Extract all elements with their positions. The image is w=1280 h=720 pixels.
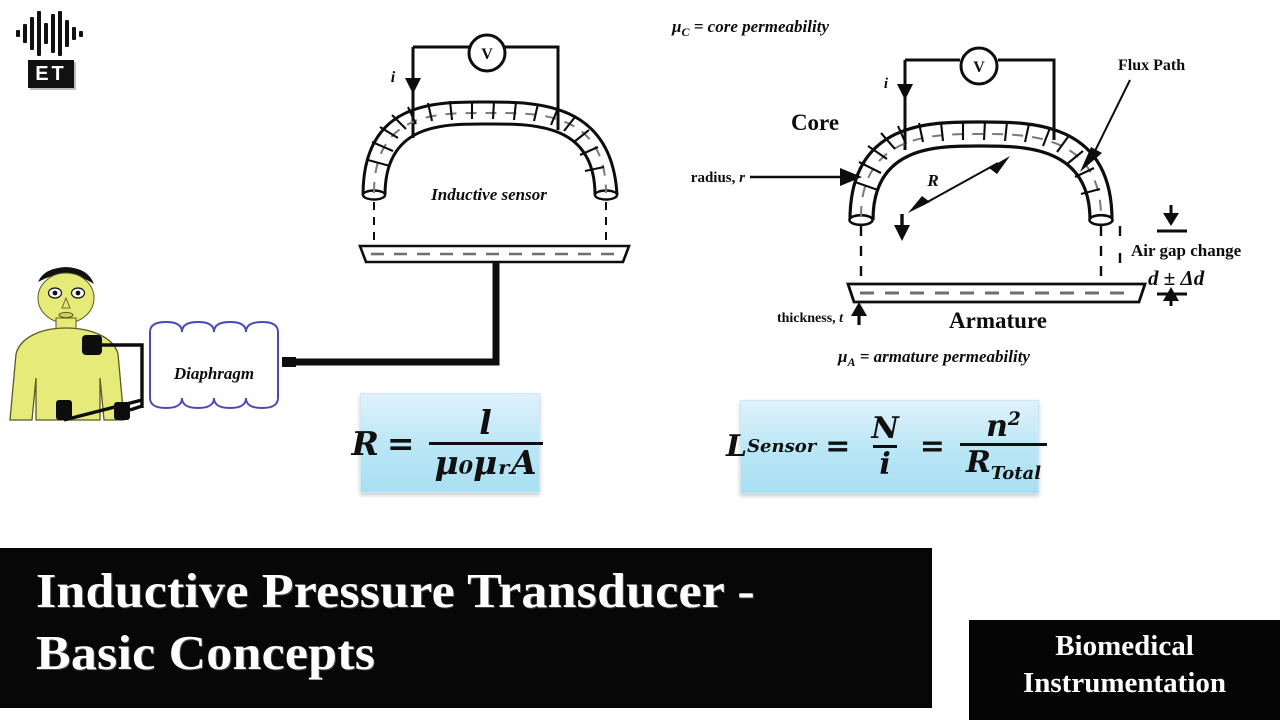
current-label-detail: i: [884, 76, 889, 92]
voltmeter-symbol-detail: [959, 46, 999, 86]
inductance-den-2-sub: Total: [990, 463, 1042, 485]
current-arrow-detail: [897, 84, 913, 100]
electrode-lower-left: [56, 400, 72, 420]
voltmeter-symbol: [467, 33, 507, 73]
core-permeability-label: μC = core permeability: [671, 17, 829, 39]
slide-title-line-1: Inductive Pressure Transducer -: [36, 563, 755, 618]
diaphragm-label: Diaphragm: [173, 364, 254, 383]
inductance-lhs: L: [725, 429, 748, 465]
push-rod: [282, 252, 500, 367]
subject-badge-line-2: Instrumentation: [1022, 666, 1226, 699]
inductance-num-2-exponent: 2: [1007, 408, 1021, 430]
patient-figure: [9, 267, 144, 422]
diaphragm-bellows: Diaphragm: [149, 321, 279, 409]
inductance-num-2: n: [986, 408, 1008, 444]
radius-label: radius, r: [691, 170, 745, 186]
voltmeter-label: V: [481, 46, 493, 63]
core-armature-detail-diagram: V i: [671, 17, 1242, 369]
air-gap-label: Air gap change: [1131, 241, 1242, 260]
flux-path-label: Flux Path: [1118, 57, 1185, 74]
coil-windings-detail: [854, 120, 1101, 196]
thickness-callout: thickness, t: [777, 302, 867, 326]
air-gap-callout: Air gap change d ± Δd: [1118, 205, 1242, 306]
gap-arrow-left: [894, 214, 910, 241]
sensor-circuit: V i: [391, 33, 560, 138]
inductance-den-2: R: [965, 445, 991, 481]
reluctance-denominator: μ₀μᵣA: [428, 441, 543, 481]
thickness-label: thickness, t: [777, 311, 844, 326]
reluctance-equals: =: [386, 423, 415, 463]
voltmeter-label-detail: V: [973, 59, 985, 76]
slide-title: Inductive Pressure Transducer - Basic Co…: [36, 560, 969, 683]
flux-path-line: [860, 132, 1102, 218]
armature-permeability-label: μA = armature permeability: [837, 347, 1030, 369]
radius-callout: radius, r: [691, 168, 862, 186]
air-gap-value: d ± Δd: [1148, 266, 1205, 290]
title-banner: Inductive Pressure Transducer - Basic Co…: [0, 548, 932, 708]
electrode-upper: [82, 335, 102, 355]
subject-badge-line-1: Biomedical: [1055, 630, 1194, 662]
coil-windings: [367, 100, 605, 173]
flux-path-callout: Flux Path: [1080, 57, 1185, 172]
inductance-den-1: i: [873, 445, 897, 481]
reluctance-numerator: l: [479, 402, 492, 442]
armature-label: Armature: [949, 308, 1047, 333]
core-label: Core: [791, 110, 839, 135]
current-arrow: [405, 78, 421, 94]
inductive-core-arch: Inductive sensor: [361, 100, 619, 204]
inductive-sensor-caption: Inductive sensor: [430, 185, 547, 204]
curvature-callout: R: [908, 156, 1010, 213]
channel-logo: ET: [14, 8, 88, 92]
audio-waveform-icon: [16, 11, 83, 56]
inductive-sensor-diagram: Diaphragm V i: [9, 33, 631, 422]
current-label: i: [391, 69, 396, 86]
subject-badge: Biomedical Instrumentation: [969, 620, 1280, 720]
armature-plate: [358, 202, 631, 264]
reluctance-formula-box: R = l μ₀μᵣA: [351, 393, 543, 493]
logo-text: ET: [28, 60, 74, 88]
curvature-label: R: [926, 171, 938, 190]
inductance-equals-1: =: [825, 429, 851, 465]
reluctance-lhs: R: [351, 423, 379, 463]
detail-circuit: V i: [884, 46, 1056, 150]
armature-plate-detail: [846, 282, 1147, 304]
inductance-lhs-sub: Sensor: [747, 436, 817, 458]
inductance-num-1: N: [871, 410, 899, 446]
subject-badge-text: Biomedical Instrumentation: [969, 628, 1280, 702]
inductance-equals-2: =: [919, 429, 945, 465]
slide-title-line-2: Basic Concepts: [36, 624, 376, 680]
